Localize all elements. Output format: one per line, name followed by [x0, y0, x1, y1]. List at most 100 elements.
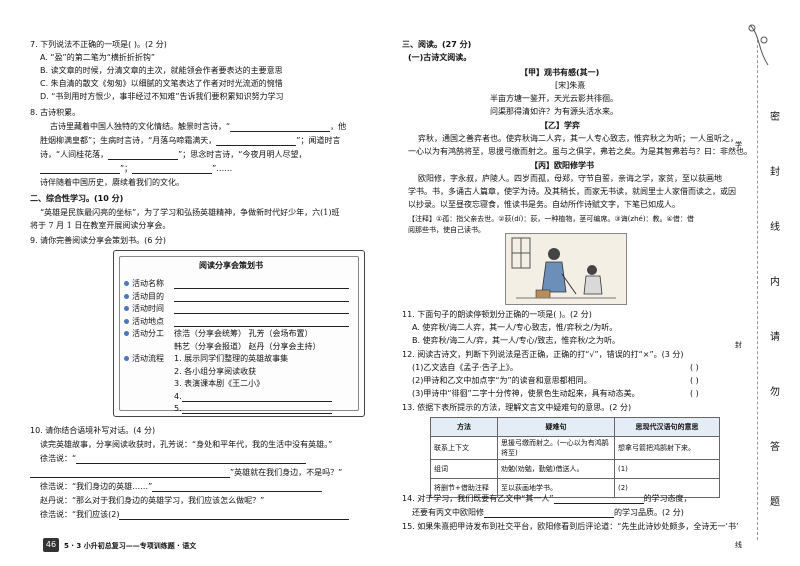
q10-line: 读完英雄故事，分享阅读收获时，孔芳说：“身处和平年代，我的生活中没有英雄。”: [40, 440, 333, 449]
blank[interactable]: [230, 123, 331, 132]
plan-card-label: 活动目的: [132, 291, 164, 301]
plan-card-row: 2. 各小组分享阅读收获: [124, 367, 256, 377]
plan-card-row: 活动地点: [124, 317, 349, 327]
q10-stem: 10. 请你结合语境补写对话。(4 分): [30, 426, 156, 435]
q7-stem: 7. 下列说法不正确的一项是( )。(2 分): [30, 40, 167, 49]
gutter-char: 答: [770, 442, 780, 453]
q8-text: ”……: [212, 164, 233, 173]
plan-card-label: 活动地点: [132, 316, 164, 326]
blank[interactable]: [174, 293, 349, 302]
passage-bing-text: 学书。书，多诵古人篇章，使学为诗。及其稍长，而家无书读，就闾里士人家借而读之，或…: [408, 187, 736, 196]
q10-text: 徐浩说：“: [40, 454, 77, 463]
plan-card-row: 韩艺（分享会报道） 赵丹（分享会主持）: [124, 342, 321, 352]
q8-stem: 8. 古诗积累。: [30, 108, 81, 117]
section-2-title: 二、综合性学习。(10 分): [30, 194, 124, 203]
q8-line3: 诗，“人间桂花落， ”；思念时言诗，“今夜月明人尽望，: [40, 150, 306, 160]
gutter-mid-char: 学: [735, 141, 742, 149]
section-3-title: 三、阅读。(27 分): [402, 40, 472, 49]
blank[interactable]: [174, 305, 349, 314]
binding-line: [757, 40, 758, 540]
q13-table: 方法 疑难句 思现代汉语句的意思 联系上下文 思援弓缴而射之。(一心以为有鸿鹄将…: [430, 417, 720, 498]
answer-paren[interactable]: ( ): [690, 389, 699, 398]
scissors-icon: [748, 24, 769, 66]
q10-line: 徐浩说：“我们应该(2): [40, 510, 350, 520]
q8-line2: 胜烟柳满皇都”；生病时言诗，“月落乌啼霜满天，”；闻道时言: [40, 136, 340, 146]
bullet-icon: [124, 331, 129, 336]
answer-paren[interactable]: ( ): [690, 363, 699, 372]
q8-text: ”；思念时言诗，“今夜月明人尽望，: [178, 150, 307, 159]
q14-text: 14. 对于学习，我们既要有乙文中“其一人”: [402, 494, 554, 503]
passage-bing-text: 以抄录。以至昼夜忘寝食，惟读书是务。自幼所作诗赋文字，下笔已如成人。: [408, 200, 680, 209]
illustration: [505, 233, 627, 305]
q8-line5: 诗伴随着中国历史，赓续着我们的文化。: [40, 178, 184, 187]
answer-paren[interactable]: ( ): [690, 376, 699, 385]
passage-bing-title: 【丙】欧阳修学书: [530, 161, 594, 170]
q8-text: 古诗里藏着中国人独特的文化情结。触景时言诗，“: [50, 122, 231, 131]
poem-jia-line: 问渠那得清如许？为有源头活水来。: [490, 107, 618, 116]
plan-card-label: 活动流程: [132, 354, 164, 363]
poem-jia-line: 半亩方塘一鉴开，天光云影共徘徊。: [490, 94, 618, 103]
q10-text: 徐浩说：“我们身边的英雄……”: [40, 482, 153, 491]
blank[interactable]: [216, 137, 297, 146]
bullet-icon: [124, 306, 129, 311]
q10-text: 徐浩说：“我们应该(2): [40, 510, 120, 519]
plan-card-value: 1. 展示同学们整理的英雄故事集: [174, 354, 289, 363]
blank[interactable]: [553, 495, 644, 504]
q8-line1: 古诗里藏着中国人独特的文化情结。触景时言诗，“ ，他: [50, 122, 346, 132]
q12-item: (3)甲诗中“徘徊”二字十分传神，使景色生动起来，具有动态美。: [412, 389, 640, 398]
passage-yi-text: 一心以为有鸿鹄将至，思援弓缴而射之。虽与之俱学，弗若之矣。为是其智弗若与？曰：非…: [408, 147, 752, 156]
table-cell: 劝勉(劝勉，勤勉)借送人。: [497, 459, 615, 479]
table-row: 联系上下文 思援弓缴而射之。(一心以为有鸿鹄将至) 想拿弓箭把鸿鹄射下来。: [430, 436, 720, 460]
passage-yi-title: 【乙】学弈: [540, 121, 580, 130]
q10-text: ”英雄就在我们身边，不是吗？”: [230, 468, 343, 477]
q8-text: ”；: [120, 164, 133, 173]
blank[interactable]: [181, 393, 332, 402]
plan-card-row: 活动名称: [124, 279, 349, 289]
q14-text: 的学习态度，: [643, 494, 692, 503]
blank[interactable]: [76, 455, 307, 464]
plan-card-value: 3. 表演课本剧《王二小》: [174, 379, 265, 388]
q12-item: (1)乙文选自《孟子·告子上》。: [412, 363, 518, 372]
table-cell[interactable]: (2): [614, 478, 720, 498]
q7-option-a: A. “盈”的第二笔为“横折折折钩”: [40, 53, 155, 62]
q8-line4: ”； ”……: [40, 164, 232, 174]
blank[interactable]: [152, 483, 323, 492]
gutter-char: 内: [770, 277, 780, 288]
blank[interactable]: [30, 469, 230, 478]
q14-line: 14. 对于学习，我们既要有乙文中“其一人” 的学习态度，: [402, 494, 692, 504]
plan-card: 阅读分享会策划书 活动名称活动目的活动时间活动地点活动分工徐浩（分享会统筹） 孔…: [113, 250, 365, 417]
blank[interactable]: [181, 405, 332, 414]
blank[interactable]: [119, 511, 350, 520]
blank[interactable]: [132, 165, 213, 174]
q8-text: 胜烟柳满皇都”；生病时言诗，“月落乌啼霜满天，: [40, 136, 217, 145]
q11-option-a: A. 使弈秋/诲二人弈，其一人/专心致志，惟/弈秋之/为听。: [412, 323, 618, 332]
plan-card-label: 活动名称: [132, 279, 164, 288]
mother-child-drawing-icon: [506, 234, 626, 304]
poem-jia-title: 【甲】观书有感(其一): [520, 68, 600, 77]
plan-card-row: 3. 表演课本剧《王二小》: [124, 379, 264, 389]
blank[interactable]: [174, 280, 349, 289]
gutter-char: 请: [770, 332, 780, 343]
q11-option-b: B. 使弈秋/诲二人/弈，其一人/专心/致志，惟弈秋/之为听。: [412, 336, 621, 345]
plan-card-row: 活动流程 1. 展示同学们整理的英雄故事集: [124, 354, 288, 364]
q7-option-b: B. 读文章的时候，分清文章的主次，就能领会作者要表达的主要意思: [40, 66, 283, 75]
plan-card-row: 活动目的: [124, 292, 349, 302]
blank[interactable]: [484, 509, 614, 518]
page-number: 46: [43, 538, 59, 552]
plan-card-row: 5.: [124, 404, 332, 414]
table-cell: 将删节+借助注释: [430, 478, 498, 498]
q7-option-d: D. “书到用时方恨少，事非经过不知难”告诉我们要积累知识努力学习: [40, 92, 284, 101]
gutter-mid-char: 线: [735, 541, 742, 549]
q8-text: 诗，“人间桂花落，: [40, 150, 109, 159]
blank[interactable]: [108, 151, 179, 160]
blank[interactable]: [174, 318, 349, 327]
table-cell[interactable]: (1): [614, 459, 720, 479]
poem-jia-author: [宋]朱熹: [555, 81, 586, 90]
table-header: 方法: [430, 417, 498, 437]
bullet-icon: [124, 318, 129, 324]
bullet-icon: [124, 293, 129, 299]
q8-text: ，他: [330, 122, 347, 131]
blank[interactable]: [40, 165, 120, 174]
gutter-mid-char: 封: [735, 341, 742, 349]
plan-card-value: 韩艺（分享会报道） 赵丹（分享会主持）: [174, 341, 321, 351]
